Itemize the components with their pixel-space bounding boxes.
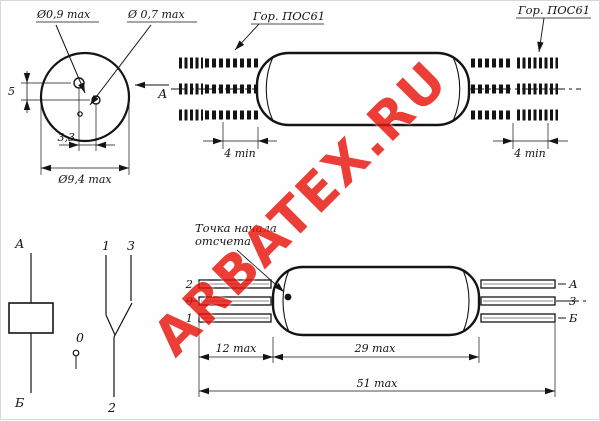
arrowhead-icon (503, 137, 513, 145)
leads-left (179, 57, 258, 121)
glass-end-arc-right (462, 269, 470, 333)
reference-note-line1: Точка начала (195, 221, 277, 235)
view-label: А (157, 86, 167, 101)
end-view-body-outline (39, 51, 131, 143)
dim-tinned-left-label: 4 min (223, 147, 256, 160)
schematic-pin0-label: 0 (76, 330, 84, 345)
arrowhead-icon (263, 353, 273, 361)
glass-end-arc-left (265, 56, 274, 122)
arrowhead-icon (535, 41, 544, 53)
pin-left-label-1: 1 (186, 311, 193, 325)
solder-callout-left (232, 23, 324, 53)
arrowhead-icon (23, 73, 31, 83)
coil-symbol (8, 302, 54, 334)
pin-right-label-b: Б (568, 311, 578, 325)
solder-label-left: Гор. ПОС61 (252, 9, 325, 23)
dim-pin-large-label: Ø0,9 max (36, 8, 91, 21)
solder-callout-right (516, 17, 591, 53)
pin-right-label-a: А (568, 277, 578, 291)
reference-note-line2: отсчета (195, 234, 251, 248)
schematic-terminal-a-label: А (14, 236, 24, 251)
pin-left-label-0: 0 (186, 294, 193, 308)
dimension-tinned-left (203, 122, 277, 149)
arrowhead-icon (96, 141, 106, 149)
leads-right (471, 57, 558, 121)
reference-note-callout (236, 249, 287, 295)
solder-label-right: Гор. ПОС61 (517, 3, 590, 17)
schematic-pin1-label: 1 (102, 238, 110, 253)
arrowhead-icon (258, 137, 268, 145)
dim-pitch-v-label: 5 (8, 85, 15, 98)
arrowhead-icon (545, 387, 555, 395)
glass-end-arc-left (282, 269, 290, 333)
arrowhead-icon (273, 353, 283, 361)
arrowhead-icon (23, 100, 31, 110)
arrowhead-icon (199, 353, 209, 361)
dimension-lines-bottom (198, 323, 556, 397)
arrowhead-icon (199, 387, 209, 395)
bottom-side-view: 2 0 1 А 3 Б Точка начала отсчета (185, 221, 587, 397)
dim-pitch-h-label: 3,3 (58, 131, 76, 144)
leader-line (236, 249, 285, 293)
dim-total-length-label: 51 max (357, 377, 398, 390)
reference-point-dot (284, 293, 292, 301)
pin-left-label-2: 2 (185, 277, 193, 291)
dimension-body-diameter (40, 101, 130, 175)
screen-terminal-dot (72, 349, 80, 357)
pin-right-label-3: 3 (569, 294, 576, 308)
leader-line (89, 24, 152, 106)
dim-pin-small-label: Ø 0,7 max (127, 8, 185, 21)
glass-body (255, 51, 471, 127)
dimension-tinned-right (493, 123, 568, 149)
pin-hole-third (77, 111, 83, 117)
dim-tinned-right-label: 4 min (513, 147, 546, 160)
arrowhead-icon (548, 137, 558, 145)
leader-line (55, 24, 86, 94)
top-side-view: Гор. ПОС61 Гор. ПОС61 4 min 4 min (171, 3, 591, 160)
arrowhead-icon (469, 353, 479, 361)
callout-pin-large (36, 21, 99, 95)
dim-lead-free-label: 12 max (216, 342, 257, 355)
moving-contact-blade (113, 302, 133, 338)
arrowhead-icon (213, 137, 223, 145)
arrowhead-icon (135, 81, 145, 89)
schematic-pin2-label: 2 (107, 400, 116, 415)
callout-pin-small (87, 21, 197, 107)
dim-body-dia-label: Ø9,4 max (57, 173, 112, 186)
glass-end-arc-right (452, 56, 461, 122)
view-direction-arrow (135, 81, 169, 89)
schematic: А Б 1 3 2 0 (8, 236, 135, 415)
dimension-pitch-horizontal (59, 89, 115, 151)
dimension-pitch-vertical (21, 71, 90, 113)
pins-right (480, 279, 566, 323)
schematic-pin3-label: 3 (127, 238, 135, 253)
arrowhead-icon (41, 164, 51, 172)
contact-1-blade (105, 314, 116, 336)
dim-body-length-label: 29 max (354, 342, 396, 355)
pins-left (198, 279, 272, 323)
glass-body (271, 265, 481, 337)
schematic-terminal-b-label: Б (14, 395, 24, 410)
end-view: Ø0,9 max Ø 0,7 max А 5 3,3 (8, 8, 197, 186)
arrowhead-icon (119, 164, 129, 172)
